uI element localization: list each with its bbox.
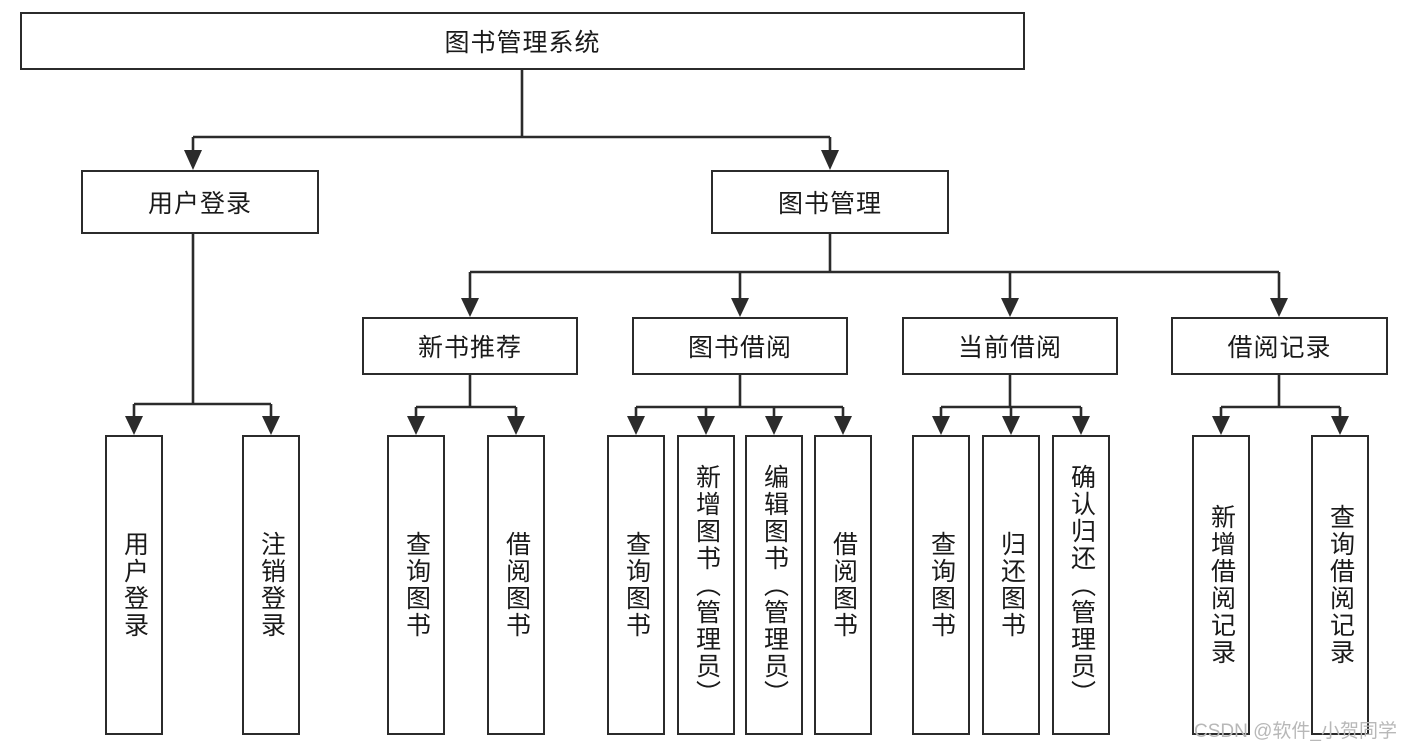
node-leaf-add-book[interactable]: 新增图书（管理员） [677, 435, 735, 735]
node-user-login[interactable]: 用户登录 [81, 170, 319, 234]
node-label-borrow-record: 借阅记录 [1227, 334, 1332, 362]
node-leaf-query-book-rec[interactable]: 查询图书 [387, 435, 445, 735]
node-label-leaf-edit-book: 编辑图书（管理员） [760, 463, 789, 707]
node-current-borrow[interactable]: 当前借阅 [902, 317, 1118, 375]
node-leaf-query-book-cur[interactable]: 查询图书 [912, 435, 970, 735]
node-label-leaf-return-book: 归还图书 [997, 531, 1026, 639]
node-label-leaf-query-book-cur: 查询图书 [927, 531, 956, 639]
node-label-root: 图书管理系统 [444, 29, 601, 57]
node-label-book-borrow: 图书借阅 [687, 334, 792, 362]
node-label-leaf-borrow-book: 借阅图书 [829, 531, 858, 639]
node-label-leaf-add-record: 新增借阅记录 [1207, 504, 1236, 666]
node-label-new-book-rec: 新书推荐 [417, 334, 522, 362]
node-leaf-borrow-book[interactable]: 借阅图书 [814, 435, 872, 735]
node-label-book-manage: 图书管理 [777, 190, 882, 218]
node-label-leaf-query-record: 查询借阅记录 [1326, 504, 1355, 666]
node-leaf-add-record[interactable]: 新增借阅记录 [1192, 435, 1250, 735]
node-label-user-login: 用户登录 [147, 190, 252, 218]
node-book-borrow[interactable]: 图书借阅 [632, 317, 848, 375]
csdn-watermark: CSDN @软件_小贺同学 [1194, 721, 1397, 742]
node-leaf-query-book-bor[interactable]: 查询图书 [607, 435, 665, 735]
node-label-leaf-user-logout: 注销登录 [257, 531, 286, 639]
node-book-manage[interactable]: 图书管理 [711, 170, 949, 234]
node-borrow-record[interactable]: 借阅记录 [1171, 317, 1388, 375]
node-label-leaf-add-book: 新增图书（管理员） [692, 463, 721, 707]
node-leaf-user-login[interactable]: 用户登录 [105, 435, 163, 735]
node-leaf-return-book[interactable]: 归还图书 [982, 435, 1040, 735]
node-leaf-user-logout[interactable]: 注销登录 [242, 435, 300, 735]
node-label-leaf-query-book-rec: 查询图书 [402, 531, 431, 639]
node-leaf-edit-book[interactable]: 编辑图书（管理员） [745, 435, 803, 735]
node-root-system[interactable]: 图书管理系统 [20, 12, 1025, 70]
node-leaf-query-record[interactable]: 查询借阅记录 [1311, 435, 1369, 735]
node-label-leaf-confirm-return: 确认归还（管理员） [1067, 463, 1096, 707]
node-label-current-borrow: 当前借阅 [957, 334, 1062, 362]
node-label-leaf-user-login: 用户登录 [120, 531, 149, 639]
node-leaf-borrow-book-rec[interactable]: 借阅图书 [487, 435, 545, 735]
node-new-book-rec[interactable]: 新书推荐 [362, 317, 578, 375]
node-label-leaf-query-book-bor: 查询图书 [622, 531, 651, 639]
node-leaf-confirm-return[interactable]: 确认归还（管理员） [1052, 435, 1110, 735]
node-label-leaf-borrow-book-rec: 借阅图书 [502, 531, 531, 639]
